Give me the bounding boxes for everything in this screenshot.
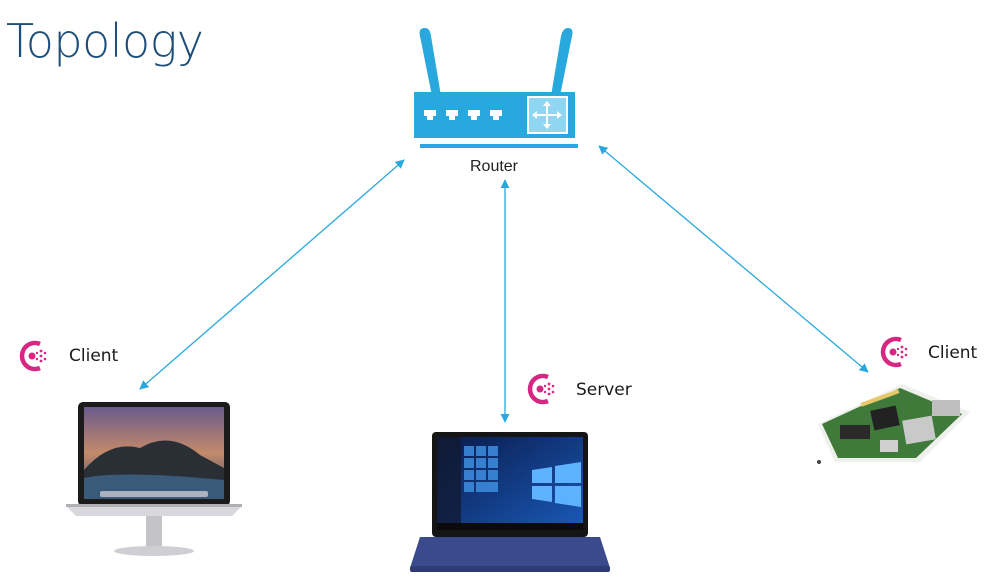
link-router-client-left — [139, 159, 405, 390]
raspberry-pi-board-icon — [817, 384, 970, 464]
consul-logo-icon — [880, 336, 908, 368]
macbook-laptop-icon — [66, 402, 242, 556]
consul-logo-icon — [19, 340, 47, 372]
page-title: Topology — [6, 14, 204, 68]
server-label: Server — [576, 380, 632, 400]
consul-logo-icon — [527, 373, 555, 405]
windows-laptop-icon — [410, 432, 610, 572]
router-icon — [414, 28, 578, 148]
router-label: Router — [470, 158, 519, 175]
link-router-client-right — [598, 145, 869, 373]
client-right-label: Client — [928, 343, 978, 363]
client-left-label: Client — [69, 346, 119, 366]
